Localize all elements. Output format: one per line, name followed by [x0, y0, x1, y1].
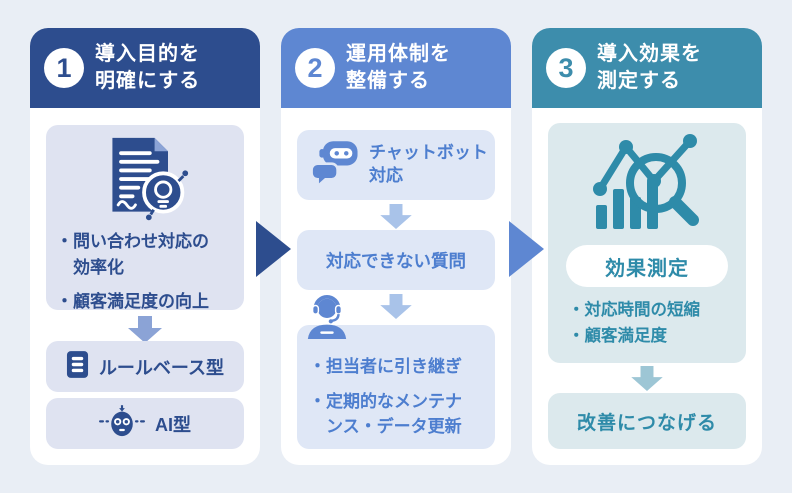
step1-rule-base-label: ルールベース型 [98, 357, 225, 378]
step1-rule-base-box: ルールベース型 [46, 341, 244, 392]
document-lightbulb-icon [99, 134, 191, 231]
step3-title: 導入効果を 測定する [597, 41, 702, 95]
step2-chatbot-line2: 対応 [369, 166, 403, 185]
robot-face-icon [99, 400, 145, 447]
step2-number-badge: 2 [295, 48, 335, 88]
right-chevron-arrow-1 [256, 221, 291, 277]
step2-chatbot-line1: チャットボット [369, 143, 488, 163]
step3-effect-bullet1: ・対応時間の短縮 [568, 301, 700, 319]
down-arrow [128, 316, 162, 348]
step2-unanswered-label: 対応できない質問 [326, 250, 466, 271]
step3-measure-label: 効果測定 [605, 257, 689, 280]
step2-title: 運用体制を 整備する [346, 41, 451, 95]
step2-unanswered-box: 対応できない質問 [297, 230, 495, 290]
step3-number-badge: 3 [546, 48, 586, 88]
step1-header: 1 導入目的を 明確にする [30, 28, 260, 108]
analytics-magnifier-icon [590, 129, 704, 242]
down-arrow [379, 204, 413, 234]
step1-number-badge: 1 [44, 48, 84, 88]
step3-improve-box: 改善につなげる [548, 393, 746, 449]
step1-ai-label: AI型 [155, 414, 191, 435]
step3-title-line2: 測定する [597, 70, 681, 92]
right-chevron-arrow-2 [509, 221, 544, 277]
step2-handover-bullet2-line2: ンス・データ更新 [326, 417, 462, 436]
step3-panel: 3 導入効果を 測定する [532, 28, 762, 465]
down-arrow [379, 294, 413, 324]
step2-chatbot-label: チャットボット 対応 [369, 142, 488, 188]
step2-title-line1: 運用体制を [346, 43, 451, 65]
step2-handover-bullet1: ・担当者に引き継ぎ [309, 357, 462, 376]
step3-improve-label: 改善につなげる [576, 412, 717, 434]
step3-measure-pill: 効果測定 [566, 245, 728, 287]
step1-bullet1-line2: 効率化 [73, 257, 124, 277]
list-icon [66, 350, 89, 384]
step1-purpose-box: ・問い合わせ対応の 効率化 ・顧客満足度の向上 [46, 125, 244, 311]
step1-title-line1: 導入目的を [95, 43, 200, 65]
step2-panel: 2 運用体制を 整備する チャットボット 対応 [281, 28, 511, 465]
step2-title-line2: 整備する [346, 70, 430, 92]
step2-header: 2 運用体制を 整備する [281, 28, 511, 108]
down-arrow [630, 366, 664, 396]
step3-title-line1: 導入効果を [597, 43, 702, 65]
step2-handover-box: ・担当者に引き継ぎ ・定期的なメンテナ ンス・データ更新 [297, 325, 495, 449]
step3-measurement-box: 効果測定 ・対応時間の短縮 ・顧客満足度 [548, 123, 746, 363]
step1-purpose-bullets: ・問い合わせ対応の 効率化 ・顧客満足度の向上 [56, 229, 209, 315]
step1-ai-box: AI型 [46, 398, 244, 449]
chatbot-speech-icon [309, 137, 361, 194]
operator-headset-icon [300, 294, 354, 345]
step3-effect-bullet2: ・顧客満足度 [568, 327, 667, 346]
step1-bullet1-line1: ・問い合わせ対応の [56, 232, 209, 251]
step2-chatbot-box: チャットボット 対応 [297, 130, 495, 200]
step1-title-line2: 明確にする [95, 70, 201, 92]
step2-handover-bullet2-line1: ・定期的なメンテナ [309, 391, 462, 411]
step1-panel: 1 導入目的を 明確にする [30, 28, 260, 465]
step1-bullet2: ・顧客満足度の向上 [56, 292, 209, 311]
step1-title: 導入目的を 明確にする [95, 41, 200, 95]
step3-effect-bullets: ・対応時間の短縮 ・顧客満足度 [568, 297, 700, 350]
step3-header: 3 導入効果を 測定する [532, 28, 762, 108]
